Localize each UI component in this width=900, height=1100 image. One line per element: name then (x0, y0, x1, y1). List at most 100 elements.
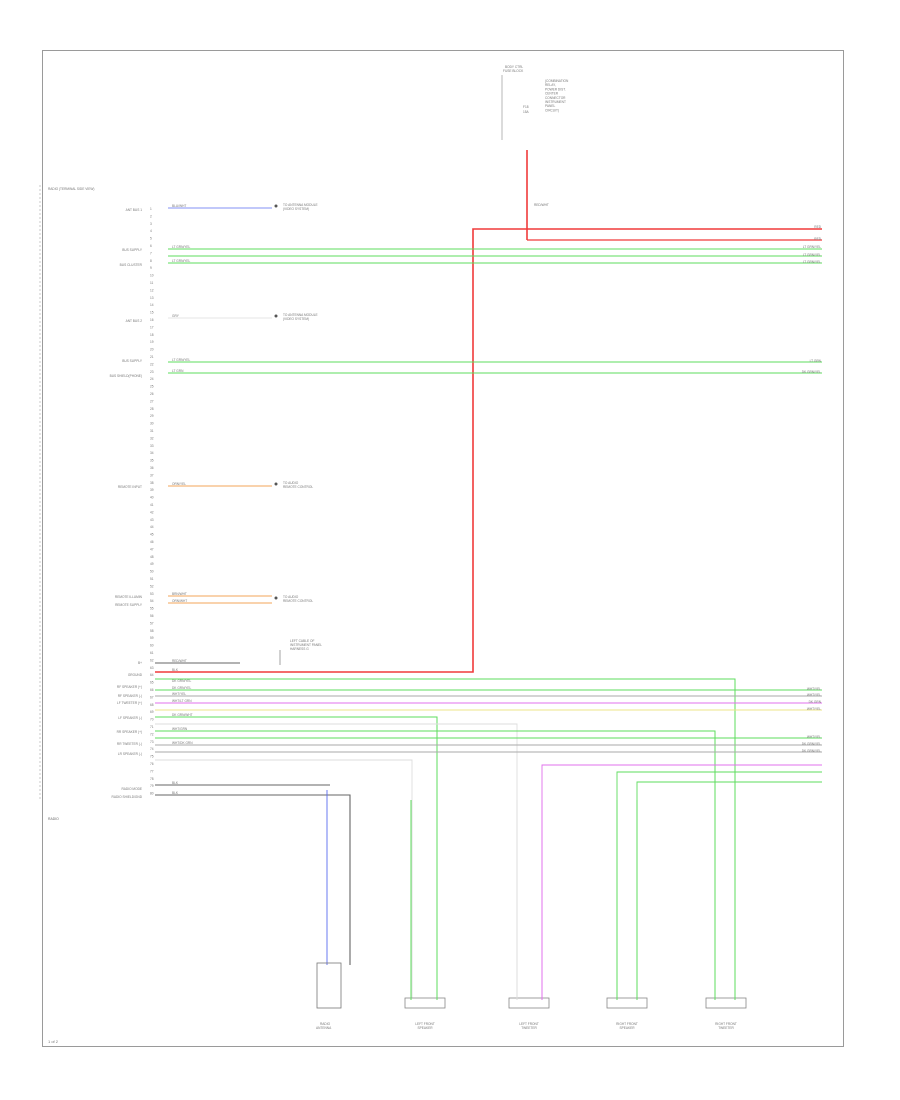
pin-number: 57 (150, 621, 154, 625)
pin-number: 27 (150, 399, 154, 403)
pin-number: 2 (150, 214, 152, 218)
right-edge-label: RED (814, 225, 821, 229)
pin-label: RF SPEAKER (-) (118, 694, 142, 698)
pin-number: 34 (150, 451, 154, 455)
pin-number: 9 (150, 266, 152, 270)
wire (155, 678, 736, 1000)
pin-number: 49 (150, 562, 154, 566)
pin-number: 79 (150, 784, 154, 788)
pin-number: 44 (150, 525, 154, 529)
wire-label: WHT/YEL (172, 692, 186, 696)
wire-label: DK GRN/YEL (172, 686, 192, 690)
pin-number: 21 (150, 355, 154, 359)
pin-label: GROUND (128, 673, 143, 677)
pin-number: 68 (150, 703, 154, 707)
pin-label: LF TWEETER (+) (117, 701, 142, 705)
pin-number: 52 (150, 584, 154, 588)
pin-label: RR SPEAKER (+) (117, 730, 142, 734)
wire (155, 794, 351, 965)
pin-number: 16 (150, 318, 154, 322)
annotations: TO ANTENNA MODULE(VIDEO SYSTEM)TO ANTENN… (274, 203, 322, 665)
pin-number: 12 (150, 288, 154, 292)
speaker-connector (508, 997, 550, 1009)
pin-number: 72 (150, 732, 154, 736)
pin-number: 30 (150, 422, 154, 426)
right-edge-label: WHT/YEL (807, 735, 821, 739)
pin-label: LF SPEAKER (-) (118, 716, 142, 720)
pin-number-column: 1234567891011121314151617181920212223242… (150, 207, 154, 796)
wire-label: ORN/WHT (172, 599, 187, 603)
connector-dot (274, 482, 278, 486)
diagram-frame (42, 50, 844, 1047)
pin-number: 15 (150, 311, 154, 315)
pin-number: 70 (150, 718, 154, 722)
fuse-block-title: BODY CTRL FUSE BLOCK (503, 65, 524, 73)
pin-number: 35 (150, 459, 154, 463)
wire-label: BLK (172, 791, 179, 795)
wire-label: GRY (172, 314, 180, 318)
pin-number: 10 (150, 274, 154, 278)
pin-number: 11 (150, 281, 154, 285)
module-header: RADIO (TERMINAL SIDE VIEW) (48, 187, 94, 191)
pin-number: 66 (150, 688, 154, 692)
wire-label: WHT/GRN (172, 727, 188, 731)
pin-number: 33 (150, 444, 154, 448)
pin-number: 38 (150, 481, 154, 485)
pin-number: 50 (150, 570, 154, 574)
pin-number: 3 (150, 222, 152, 226)
right-edge-label: LT GRN (810, 359, 822, 363)
pin-number: 55 (150, 607, 154, 611)
pin-number: 46 (150, 540, 154, 544)
wire-label: RED/WHT (172, 659, 187, 663)
wire-label: LT GRN/YEL (172, 245, 191, 249)
pin-number: 5 (150, 237, 152, 241)
pin-number: 60 (150, 644, 154, 648)
pin-number: 76 (150, 762, 154, 766)
pin-label: REMOTE SUPPLY (115, 603, 143, 607)
wire (636, 781, 822, 1000)
pin-number: 13 (150, 296, 154, 300)
connector-dot (274, 596, 278, 600)
pin-label: BUS SHIELD(PHONE) (110, 374, 142, 378)
speaker-connector (606, 997, 648, 1009)
wire-label: LT GRN/YEL (172, 259, 191, 263)
pin-number: 47 (150, 547, 154, 551)
pin-number: 54 (150, 599, 154, 603)
wire-label: LT GRN/YEL (172, 358, 191, 362)
pin-label: RF SPEAKER (+) (117, 685, 142, 689)
pin-number: 48 (150, 555, 154, 559)
pin-label: RR TWEETER (-) (117, 742, 142, 746)
pin-number: 29 (150, 414, 154, 418)
pin-number: 7 (150, 251, 152, 255)
wire-label: WHT/LT GRN (172, 699, 192, 703)
pin-number: 22 (150, 362, 154, 366)
pin-label: B+ (138, 661, 142, 665)
pin-number: 53 (150, 592, 154, 596)
wire-harness: BLU/WHT LT GRN/YEL LT GRN/YEL GRY LT GRN/YEL… (155, 204, 822, 1000)
pin-number: 45 (150, 533, 154, 537)
pin-number: 40 (150, 496, 154, 500)
wire (155, 716, 438, 1000)
pin-number: 19 (150, 340, 154, 344)
pin-number: 6 (150, 244, 152, 248)
pin-label: ANT BUS 2 (126, 319, 143, 323)
pin-number: 8 (150, 259, 152, 263)
pin-number: 63 (150, 666, 154, 670)
pin-number: 28 (150, 407, 154, 411)
pin-number: 61 (150, 651, 154, 655)
wire (155, 759, 413, 1000)
wire-label: BLU/WHT (172, 204, 186, 208)
right-edge-label: WHT/YEL (807, 693, 821, 697)
wire-label: LT GRN (172, 369, 184, 373)
pin-number: 56 (150, 614, 154, 618)
pin-label: BUS SUPPLY (122, 359, 143, 363)
connector-dot (274, 314, 278, 318)
